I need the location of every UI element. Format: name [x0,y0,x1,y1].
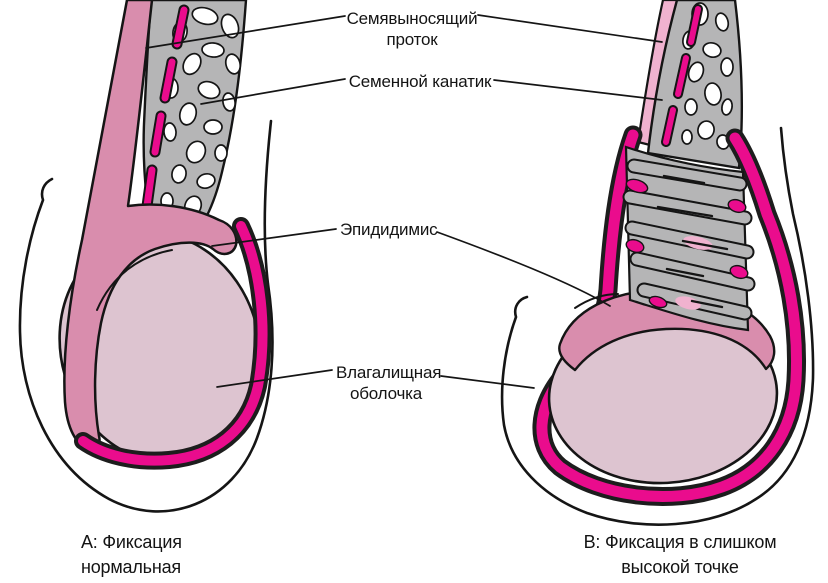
label-epididymis: Эпидидимис [340,220,438,239]
leader-tunica-right [440,375,535,389]
tunica-vaginalis-b [532,125,806,507]
label-vas-deferens-line2: проток [386,30,438,49]
twist-slit-lines [656,174,729,309]
scrotum-outline-a [18,119,274,513]
leader-lines [145,14,663,389]
panel-a-illustration [18,0,274,513]
label-vas-deferens: Семявыносящий проток [332,8,492,50]
label-tunica-line2: оболочка [350,384,422,403]
caption-panel-b-line2: высокой точке [621,557,739,577]
tunica-vaginalis-a [74,217,272,470]
scrotum-outline-b [500,126,815,526]
epididymis-fold-line-a [96,249,173,311]
label-vas-deferens-line1: Семявыносящий [346,9,478,28]
leader-cord-left [200,78,346,105]
twisted-cord-b [622,145,756,332]
label-tunica-line1: Влагалищная [336,363,442,382]
caption-panel-b-line1: В: Фиксация в слишком [583,532,777,552]
vas-deferens-b [661,4,703,147]
caption-panel-b: В: Фиксация в слишком высокой точке [572,530,788,580]
caption-panel-a: А: Фиксация нормальная [81,530,182,580]
leader-tunica-left [216,369,333,388]
panel-b-illustration [500,0,815,526]
epididymis-a [63,0,238,451]
label-tunica-vaginalis: Влагалищная оболочка [336,362,442,404]
pampiniform-plexus-a [160,6,242,252]
caption-panel-a-line2: нормальная [81,557,181,577]
label-spermatic-cord: Семенной канатик [348,72,492,91]
leader-vas-left [145,15,346,49]
caption-panel-a-line1: А: Фиксация [81,532,182,552]
leader-epididymis-left [211,228,337,247]
twist-magenta-wedges [625,178,749,309]
leader-vas-right [477,14,663,43]
leader-epididymis-right [436,231,611,307]
epididymis-fold-line-b [574,293,619,309]
leader-cord-right [493,79,663,101]
